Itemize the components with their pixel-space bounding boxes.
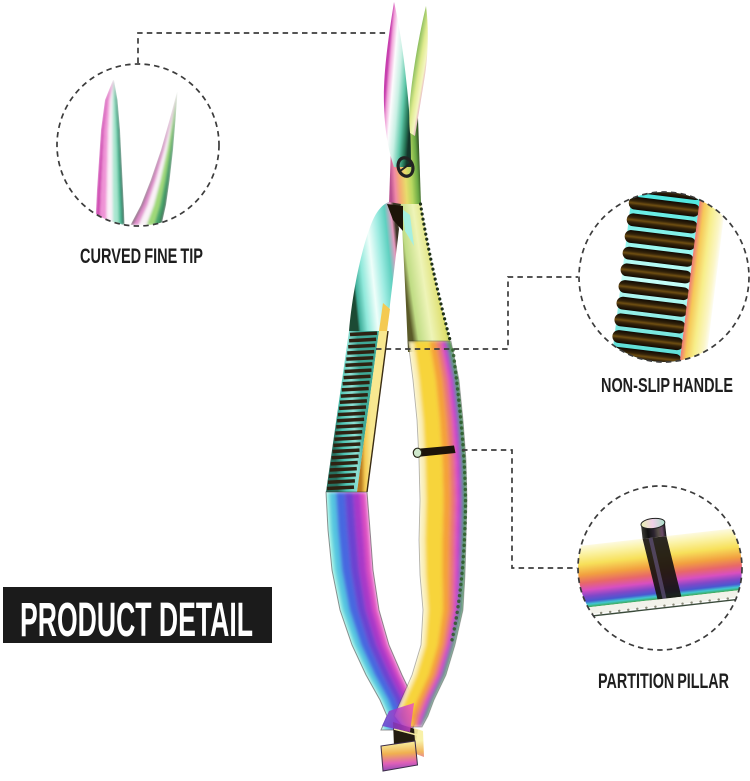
svg-text:PRODUCT DETAIL: PRODUCT DETAIL: [20, 594, 253, 647]
svg-text:CURVED FINE TIP: CURVED FINE TIP: [80, 244, 203, 268]
svg-text:PARTITION PILLAR: PARTITION PILLAR: [598, 669, 729, 693]
svg-text:NON-SLIP HANDLE: NON-SLIP HANDLE: [601, 374, 733, 397]
